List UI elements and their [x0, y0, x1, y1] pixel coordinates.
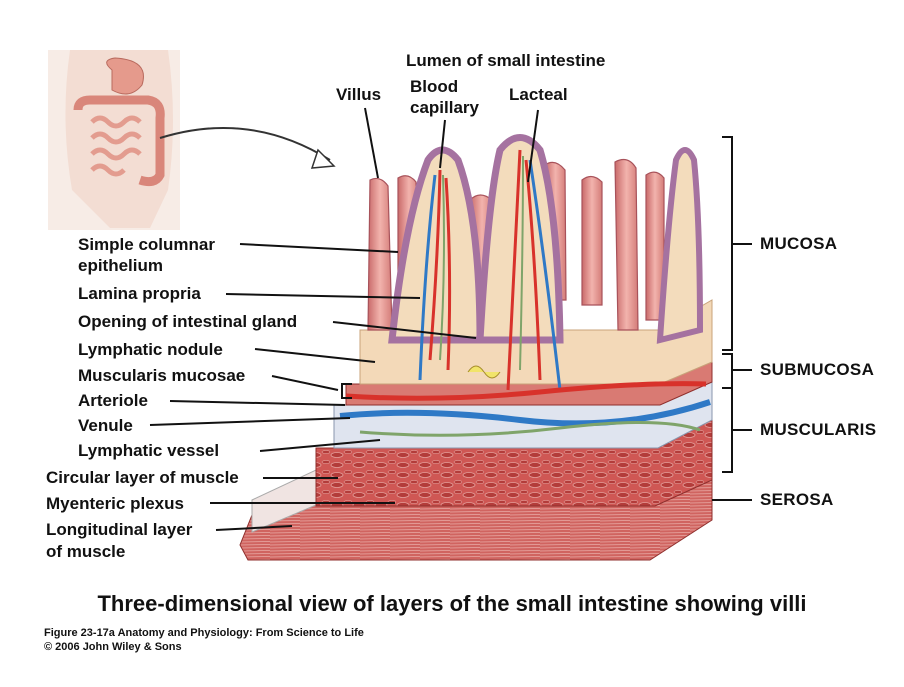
- label-blood-capillary-line1: Blood: [410, 77, 458, 97]
- label-mucosa: MUCOSA: [760, 234, 837, 254]
- label-muscularis: MUSCULARIS: [760, 420, 876, 440]
- pointer-arrowhead: [312, 150, 334, 168]
- figure-credit-line2: © 2006 John Wiley & Sons: [44, 640, 364, 654]
- label-submucosa: SUBMUCOSA: [760, 360, 874, 380]
- label-longitudinal-line1: Longitudinal layer: [46, 520, 192, 540]
- label-blood-capillary-line2: capillary: [410, 98, 479, 118]
- figure-caption-title: Three-dimensional view of layers of the …: [0, 591, 904, 617]
- label-lumen: Lumen of small intestine: [406, 51, 605, 71]
- label-circular-muscle: Circular layer of muscle: [46, 468, 239, 488]
- label-villus: Villus: [336, 85, 381, 105]
- region-brackets: [712, 137, 752, 500]
- abdomen-inset: [48, 50, 180, 230]
- label-serosa: SEROSA: [760, 490, 834, 510]
- label-longitudinal-line2: of muscle: [46, 542, 125, 562]
- label-lacteal: Lacteal: [509, 85, 568, 105]
- label-arteriole: Arteriole: [78, 391, 148, 411]
- label-simple-columnar-line1: Simple columnar: [78, 235, 215, 255]
- pointer-arrow: [160, 128, 330, 160]
- figure-credit: Figure 23-17a Anatomy and Physiology: Fr…: [44, 626, 364, 654]
- label-opening-gland: Opening of intestinal gland: [78, 312, 297, 332]
- label-muscularis-mucosae: Muscularis mucosae: [78, 366, 245, 386]
- label-lymphatic-vessel: Lymphatic vessel: [78, 441, 219, 461]
- label-simple-columnar-line2: epithelium: [78, 256, 163, 276]
- label-venule: Venule: [78, 416, 133, 436]
- label-lymphatic-nodule: Lymphatic nodule: [78, 340, 223, 360]
- label-myenteric-plexus: Myenteric plexus: [46, 494, 184, 514]
- figure-credit-line1: Figure 23-17a Anatomy and Physiology: Fr…: [44, 626, 364, 640]
- label-lamina-propria: Lamina propria: [78, 284, 201, 304]
